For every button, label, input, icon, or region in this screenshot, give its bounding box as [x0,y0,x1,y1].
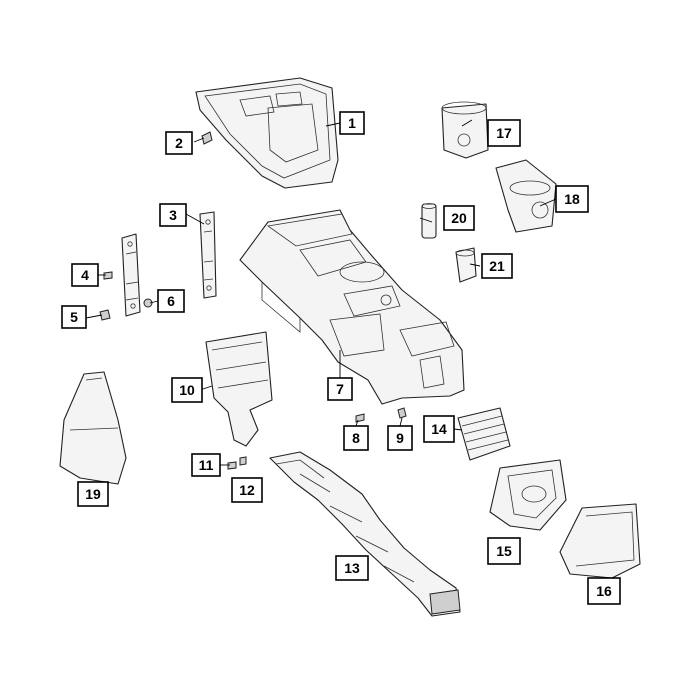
callout-label: 13 [344,560,360,576]
callout-label: 10 [179,382,195,398]
callout-label: 3 [169,207,177,223]
callout-14: 14 [423,415,455,443]
callout-label: 15 [496,543,512,559]
callout-2: 2 [165,131,193,155]
callout-label: 8 [352,430,360,446]
callout-16: 16 [587,577,621,605]
callout-label: 21 [489,258,505,274]
part-11-screw [227,461,237,470]
part-17-cup-holder [441,101,489,159]
part-12-clip [239,456,247,466]
part-6-nut [143,298,153,308]
callout-1: 1 [339,111,365,135]
callout-label: 12 [239,482,255,498]
callout-label: 19 [85,486,101,502]
part-18-cup-holder-insert [495,159,557,233]
part-13-long-duct [269,451,461,617]
callout-20: 20 [443,205,475,231]
part-8-screw [355,413,365,423]
callout-4: 4 [71,263,99,287]
callout-10: 10 [171,377,203,403]
callout-3: 3 [159,203,187,227]
callout-13: 13 [335,555,369,581]
callout-6: 6 [157,289,185,313]
part-7-console-body [239,209,465,405]
callout-8: 8 [343,425,369,451]
callout-label: 7 [336,381,344,397]
callout-5: 5 [61,305,87,329]
part-2-clip [201,131,213,145]
callout-label: 16 [596,583,612,599]
callout-label: 2 [175,135,183,151]
callout-15: 15 [487,537,521,565]
part-21-usb-port [455,247,477,283]
callout-label: 4 [81,267,89,283]
callout-9: 9 [387,425,413,451]
callout-label: 18 [564,191,580,207]
callout-label: 14 [431,421,447,437]
part-19-boot-cover [59,371,127,485]
callout-label: 17 [496,125,512,141]
part-10-duct [205,331,273,447]
part-bracket-left [121,233,141,317]
part-5-bolt [99,309,111,321]
callout-label: 11 [199,457,214,473]
leader-lines [85,119,557,466]
callout-label: 6 [167,293,175,309]
callout-17: 17 [487,119,521,147]
part-9-clip [397,407,407,419]
part-3-bracket [199,211,217,299]
part-15-trim-panel [489,459,567,531]
part-16-end-cap [559,503,641,579]
callout-label: 20 [451,210,467,226]
callout-18: 18 [555,185,589,213]
callout-7: 7 [327,377,353,401]
part-1-console-bezel [195,77,339,189]
callout-12: 12 [231,477,263,503]
callout-19: 19 [77,481,109,507]
callout-label: 9 [396,430,404,446]
part-4-screw [103,271,113,280]
callout-label: 1 [348,115,356,131]
callout-11: 11 [191,453,221,477]
callout-label: 5 [70,309,78,325]
callout-21: 21 [481,253,513,279]
part-14-vent-grille [457,407,511,461]
